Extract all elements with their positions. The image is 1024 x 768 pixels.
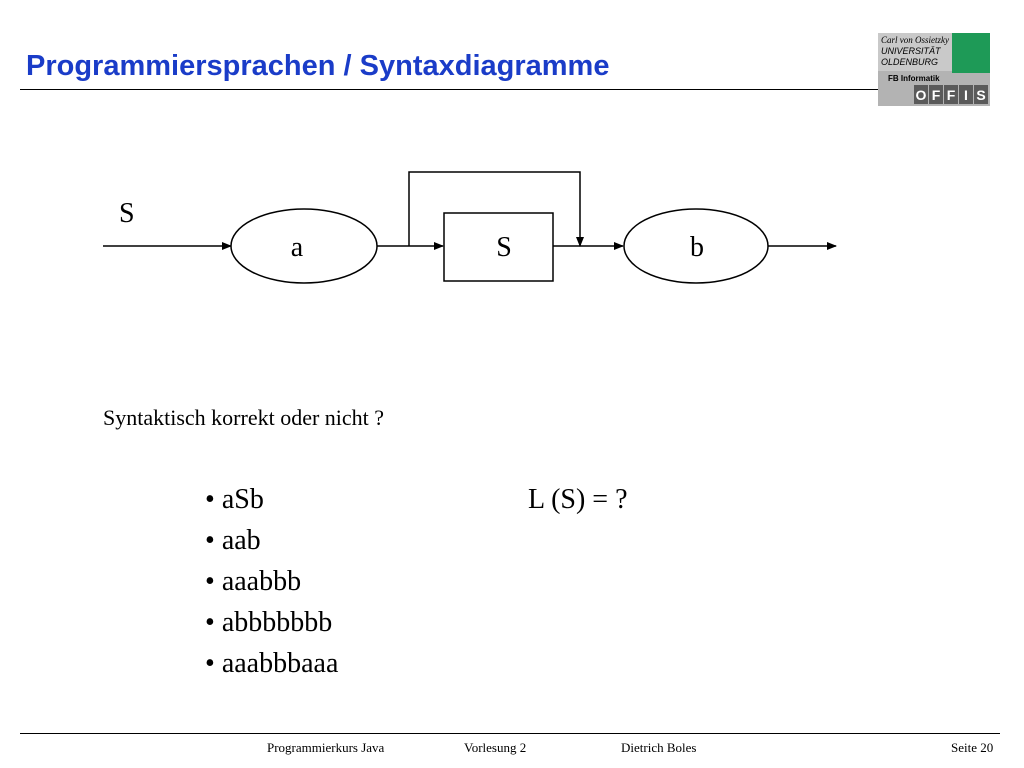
example-list: aSb aab aaabbb abbbbbbb aaabbbaaa <box>205 479 339 684</box>
logo-offis-letter: O <box>916 87 927 103</box>
logo-offis-letter: S <box>976 87 985 103</box>
footer-lecture: Vorlesung 2 <box>464 740 527 755</box>
rule-name-label: S <box>119 198 135 229</box>
logo-offis-letter: F <box>932 87 941 103</box>
example-item: abbbbbbb <box>205 602 338 643</box>
logo-green-block <box>952 33 990 73</box>
example-item: aaabbbaaa <box>205 643 339 684</box>
terminal-label-a: a <box>291 232 304 263</box>
syntax-diagram: S a S b <box>103 171 837 284</box>
nonterminal-node-S: S <box>443 212 554 282</box>
example-item: aab <box>205 520 338 561</box>
logo-department-band <box>878 71 952 83</box>
nonterminal-label-S: S <box>496 232 512 263</box>
footer-divider <box>20 733 1000 734</box>
terminal-label-b: b <box>690 232 704 263</box>
question-text: Syntaktisch korrekt oder nicht ? <box>103 405 385 430</box>
footer-author: Dietrich Boles <box>621 740 697 755</box>
title-divider <box>20 89 878 90</box>
language-question: L (S) = ? <box>528 484 628 515</box>
logo-offis: O F F I S <box>914 85 988 104</box>
example-item: aSb <box>205 479 338 520</box>
logo-university-line1: UNIVERSITÄT <box>881 46 942 56</box>
logo-offis-letter: I <box>964 87 968 103</box>
terminal-node-b: b <box>623 208 769 284</box>
logo-signature: Carl von Ossietzky <box>881 35 949 45</box>
university-logo: Carl von Ossietzky UNIVERSITÄT OLDENBURG… <box>878 33 990 106</box>
footer-page-number: Seite 20 <box>951 740 994 755</box>
terminal-node-a: a <box>230 208 378 284</box>
example-item: aaabbb <box>205 561 338 602</box>
page-title: Programmiersprachen / Syntaxdiagramme <box>26 50 610 82</box>
logo-text-block <box>878 33 952 73</box>
logo-university-line2: OLDENBURG <box>881 57 938 67</box>
footer-course: Programmierkurs Java <box>267 740 385 755</box>
logo-department: FB Informatik <box>888 74 940 83</box>
logo-offis-letter: F <box>947 87 956 103</box>
bypass-arrow <box>408 171 584 247</box>
